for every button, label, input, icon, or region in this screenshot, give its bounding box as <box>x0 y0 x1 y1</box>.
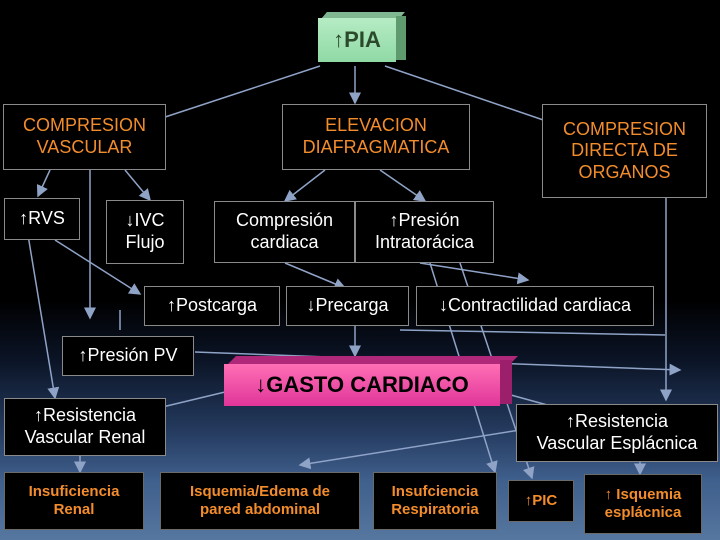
arrow-rvs-renal <box>27 234 60 400</box>
arrow-compresion-precarga <box>284 262 347 290</box>
ivc-flujo-box: ↓IVC Flujo <box>106 200 184 264</box>
arrow-cv-rvs <box>36 169 51 198</box>
gasto-cardiaco-box: ↓GASTO CARDIACO <box>224 364 500 406</box>
compresion-directa-box: COMPRESION DIRECTA DE ORGANOS <box>542 104 707 198</box>
pia-box-side <box>396 16 406 60</box>
arrow-rvs-postcarga <box>54 239 142 295</box>
presion-intratoracica-box: ↑Presión Intratorácica <box>355 201 494 263</box>
gasto-box-side <box>500 360 512 404</box>
arrow-presion-contractilidad <box>419 262 530 285</box>
postcarga-box: ↑Postcarga <box>144 286 280 326</box>
gasto-box-top <box>228 356 518 364</box>
gasto-cardiaco-node: ↓GASTO CARDIACO <box>224 356 518 408</box>
insuficiencia-renal-box: Insuficiencia Renal <box>4 472 144 530</box>
compresion-cardiaca-box: Compresión cardiaca <box>214 201 355 263</box>
arrow-elev-compresion <box>283 169 326 202</box>
resistencia-esplacnica-box: ↑Resistencia Vascular Esplácnica <box>516 404 718 462</box>
isquemia-esplacnica-box: ↑ Isquemia esplácnica <box>584 474 702 534</box>
arrow-cv-ivc <box>124 169 151 202</box>
elevacion-diafragmatica-box: ELEVACION DIAFRAGMATICA <box>282 104 470 170</box>
arrow-pv-right <box>399 329 666 336</box>
compresion-vascular-box: COMPRESION VASCULAR <box>3 104 166 170</box>
presion-pv-box: ↑Presión PV <box>62 336 194 376</box>
pic-box: ↑PIC <box>508 480 574 522</box>
precarga-box: ↓Precarga <box>286 286 409 326</box>
arrow-esplacnica-pared <box>298 429 521 470</box>
arrow-pia-compresion-directa <box>384 65 557 127</box>
isquemia-edema-box: Isquemia/Edema de pared abdominal <box>160 472 360 530</box>
arrow-pia-compresion-vascular <box>148 65 321 125</box>
rvs-box: ↑RVS <box>4 198 80 240</box>
resistencia-renal-box: ↑Resistencia Vascular Renal <box>4 398 166 456</box>
pia-box: ↑PIA <box>318 18 396 62</box>
contractilidad-box: ↓Contractilidad cardiaca <box>416 286 654 326</box>
pia-node: ↑PIA <box>318 12 406 62</box>
arrow-elev-presion <box>379 169 427 202</box>
insuficiencia-respiratoria-box: Insufciencia Respiratoria <box>373 472 497 530</box>
